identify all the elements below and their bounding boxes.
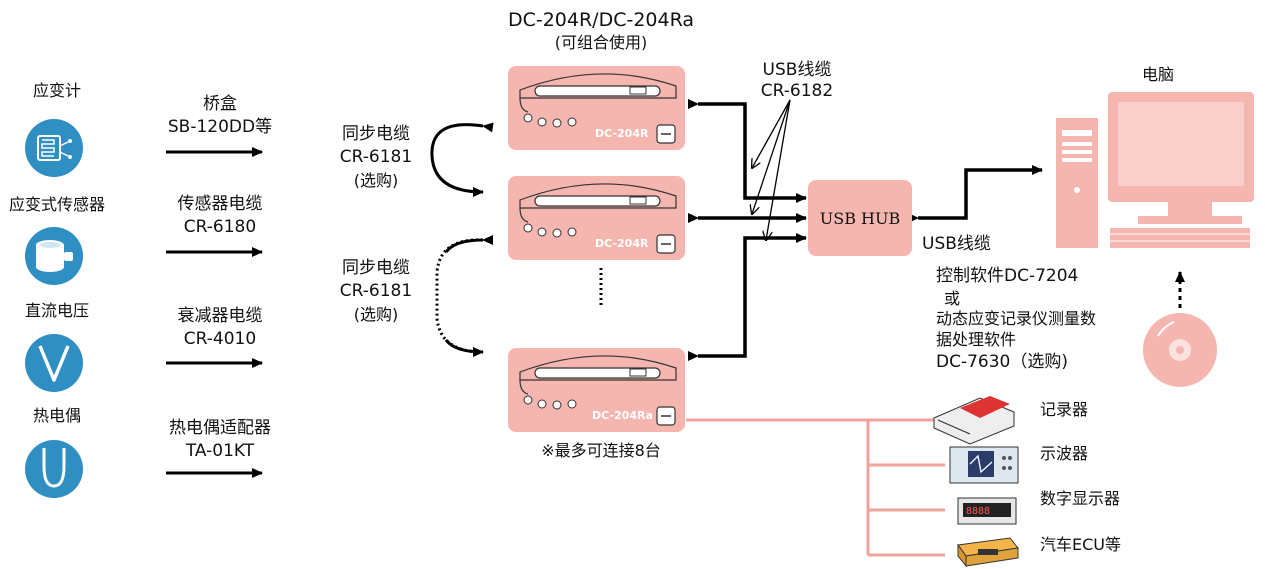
output-label-car-ecu: 汽车ECU等 xyxy=(1040,535,1121,554)
dc-voltage-icon xyxy=(25,334,83,392)
sync-cable-note-1: (选购) xyxy=(353,171,399,190)
usb-hub: USB HUB xyxy=(808,180,912,256)
sync-cable-model-2: CR-6181 xyxy=(339,281,413,301)
hub-pc-cable xyxy=(908,165,1043,223)
strain-gauge-icon xyxy=(25,119,83,177)
input-label-dc-voltage: 直流电压 xyxy=(24,301,90,320)
thermocouple-icon xyxy=(25,440,83,498)
car-ecu-icon xyxy=(957,537,1019,568)
usb-cable-model: CR-6182 xyxy=(760,81,834,101)
software-line-4: 据处理软件 xyxy=(936,330,1017,349)
output-lines xyxy=(686,418,945,557)
device-label-2: DC-204R xyxy=(595,237,649,250)
cd-icon xyxy=(1143,313,1217,387)
device-label-1: DC-204R xyxy=(595,127,649,140)
pc-label: 电脑 xyxy=(1141,65,1175,84)
software-line-2: 或 xyxy=(944,289,961,308)
pc-icon xyxy=(1056,92,1254,248)
usb-cable-name: USB线缆 xyxy=(762,60,832,80)
device-label-3: DC-204Ra xyxy=(592,409,653,422)
adapter-name-2: 传感器电缆 xyxy=(177,194,263,214)
device-2 xyxy=(508,176,685,260)
device-3 xyxy=(508,348,685,432)
usb-connections xyxy=(688,99,807,361)
sync-cable-name-2: 同步电缆 xyxy=(342,258,410,278)
adapter-name-4: 热电偶适配器 xyxy=(169,418,271,438)
diagram-title: DC-204R/DC-204Ra xyxy=(507,9,695,31)
digital-display-icon: 8888 xyxy=(957,497,1017,525)
strain-sensor-icon xyxy=(25,227,83,285)
adapter-model-1: SB-120DD等 xyxy=(167,117,273,137)
device-1 xyxy=(508,66,685,150)
input-label-strain-gauge: 应变计 xyxy=(32,81,82,100)
output-label-recorder: 记录器 xyxy=(1040,400,1089,419)
adapter-model-4: TA-01KT xyxy=(185,441,255,461)
sync-cable-note-2: (选购) xyxy=(353,305,399,324)
recorder-icon xyxy=(933,396,1015,445)
adapter-model-2: CR-6180 xyxy=(183,217,257,237)
svg-text:8888: 8888 xyxy=(966,506,990,517)
max-devices-note: ※最多可连接8台 xyxy=(541,441,661,460)
usb-hub-label: USB HUB xyxy=(819,208,901,228)
adapter-model-3: CR-4010 xyxy=(183,329,257,349)
software-line-5: DC-7630（选购) xyxy=(936,352,1068,372)
adapter-name-3: 衰减器电缆 xyxy=(177,306,263,326)
usb-cable-pc-label: USB线缆 xyxy=(922,234,991,254)
sync-cable-arrow-1 xyxy=(430,122,494,197)
input-label-thermocouple: 热电偶 xyxy=(32,406,82,425)
diagram-subtitle: (可组合使用) xyxy=(554,33,648,52)
software-line-1: 控制软件DC-7204 xyxy=(936,266,1079,286)
usb-cable-pointers xyxy=(752,99,791,240)
output-label-oscilloscope: 示波器 xyxy=(1040,444,1089,463)
sync-cable-arrow-2-dotted xyxy=(435,238,484,354)
sync-cable-model-1: CR-6181 xyxy=(339,147,413,167)
input-label-strain-sensor: 应变式传感器 xyxy=(8,195,106,214)
oscilloscope-icon xyxy=(949,446,1019,484)
sync-cable-name-1: 同步电缆 xyxy=(342,124,410,144)
adapter-name-1: 桥盒 xyxy=(203,94,237,114)
output-label-digital-display: 数字显示器 xyxy=(1040,489,1121,508)
software-line-3: 动态应变记录仪测量数 xyxy=(936,309,1097,328)
